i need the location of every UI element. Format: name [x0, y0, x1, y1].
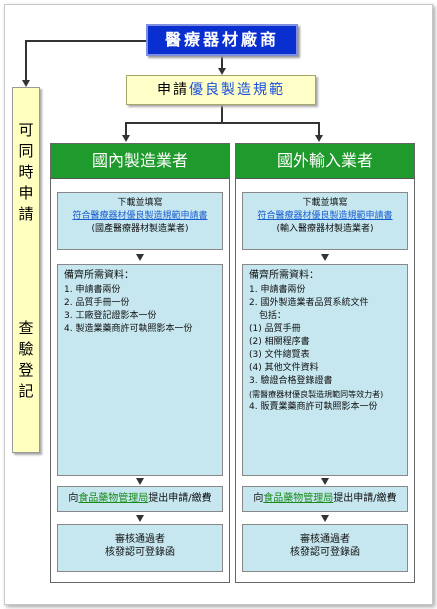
- foreign-req-item: (4) 其他文件資料: [249, 363, 319, 373]
- foreign-submit-box: 向食品藥物管理局提出申請/繳費: [242, 486, 408, 512]
- domestic-result-line1: 審核通過者: [115, 534, 165, 545]
- foreign-req-title: 備齊所需資料：: [249, 270, 319, 281]
- connector-apply-down: [221, 105, 223, 123]
- domestic-result-box: 審核通過者 核發認可登錄函: [57, 524, 223, 572]
- side-top-text: 可同時申請: [18, 121, 34, 223]
- foreign-download-box: 下載並填寫 符合醫療器材優良製造規範申請書 (輸入醫療器材製造業者): [242, 192, 408, 250]
- arrow-domestic-2: [136, 478, 144, 485]
- domestic-download-box: 下載並填寫 符合醫療器材優良製造規範申請書 (國產醫療器材製造業者): [57, 192, 223, 250]
- domestic-submit-suffix: 提出申請/繳費: [148, 493, 212, 504]
- foreign-submit-prefix: 向: [253, 493, 264, 504]
- side-box: 可同時申請 查驗登記: [12, 87, 40, 453]
- foreign-req-item: 4. 販賣業藥商許可執照影本一份: [249, 402, 378, 412]
- domestic-submit-prefix: 向: [68, 493, 79, 504]
- foreign-req-item: (需醫療器材優良製造規範同等效力者): [249, 390, 384, 399]
- foreign-req-item: 包括：: [259, 311, 287, 321]
- arrow-foreign-1: [321, 254, 329, 261]
- foreign-submit-suffix: 提出申請/繳費: [333, 493, 397, 504]
- foreign-submit-agency[interactable]: 食品藥物管理局: [263, 493, 334, 504]
- arrow-foreign-3: [321, 515, 329, 522]
- domestic-submit-box: 向食品藥物管理局提出申請/繳費: [57, 486, 223, 512]
- arrow-foreign-2: [321, 478, 329, 485]
- arrow-domestic-3: [136, 515, 144, 522]
- foreign-form-link[interactable]: 符合醫療器材優良製造規範申請書: [257, 211, 393, 221]
- domestic-req-item: 3. 工廠登記證影本一份: [64, 311, 157, 321]
- domestic-submit-agency[interactable]: 食品藥物管理局: [78, 493, 149, 504]
- arrow-right-col: [315, 135, 323, 142]
- arrow-title-apply: [218, 68, 226, 75]
- foreign-req-item: (3) 文件總覽表: [249, 350, 310, 360]
- foreign-req-item: 1. 申請書兩份: [249, 285, 306, 295]
- domestic-title: 國內製造業者: [51, 144, 229, 179]
- domestic-requirements-box: 備齊所需資料： 1. 申請書兩份 2. 品質手冊一份 3. 工廠登記證影本一份 …: [57, 264, 223, 476]
- domestic-form-link[interactable]: 符合醫療器材優良製造規範申請書: [72, 211, 208, 221]
- domestic-form-note: (國產醫療器材製造業者): [91, 224, 189, 234]
- foreign-req-item: 3. 驗證合格登錄證書: [249, 376, 333, 386]
- foreign-req-item: 2. 國外製造業者品質系統文件: [249, 298, 369, 308]
- arrow-domestic-1: [136, 254, 144, 261]
- connector-left-down: [125, 122, 127, 136]
- connector-title-side-v: [25, 40, 27, 80]
- domestic-result-line2: 核發認可登錄函: [105, 547, 175, 558]
- arrow-side: [22, 80, 30, 87]
- arrow-left-col: [122, 135, 130, 142]
- apply-prefix: 申請: [157, 82, 189, 98]
- connector-right-down: [318, 122, 320, 136]
- apply-highlight: 優良製造規範: [189, 82, 285, 98]
- connector-title-side-h: [25, 40, 146, 42]
- domestic-req-item: 1. 申請書兩份: [64, 285, 121, 295]
- domestic-req-title: 備齊所需資料：: [64, 270, 134, 281]
- domestic-download-label: 下載並填寫: [117, 198, 163, 208]
- domestic-req-item: 2. 品質手冊一份: [64, 298, 130, 308]
- title-box: 醫療器材廠商: [146, 24, 298, 56]
- title-text: 醫療器材廠商: [164, 30, 279, 49]
- foreign-result-box: 審核通過者 核發認可登錄函: [242, 524, 408, 572]
- connector-split: [125, 122, 320, 124]
- domestic-req-item: 4. 製造業藥商許可執照影本一份: [64, 324, 193, 334]
- connector-title-apply: [221, 56, 223, 69]
- foreign-download-label: 下載並填寫: [302, 198, 348, 208]
- foreign-result-line1: 審核通過者: [300, 534, 350, 545]
- side-bottom-text: 查驗登記: [18, 319, 34, 400]
- apply-box: 申請優良製造規範: [126, 75, 316, 105]
- foreign-form-note: (輸入醫療器材製造業者): [276, 224, 374, 234]
- foreign-requirements-box: 備齊所需資料： 1. 申請書兩份 2. 國外製造業者品質系統文件 包括： (1)…: [242, 264, 408, 476]
- foreign-title: 國外輸入業者: [236, 144, 414, 179]
- foreign-req-item: (2) 相關程序書: [249, 337, 310, 347]
- foreign-req-item: (1) 品質手冊: [249, 324, 301, 334]
- foreign-result-line2: 核發認可登錄函: [290, 547, 360, 558]
